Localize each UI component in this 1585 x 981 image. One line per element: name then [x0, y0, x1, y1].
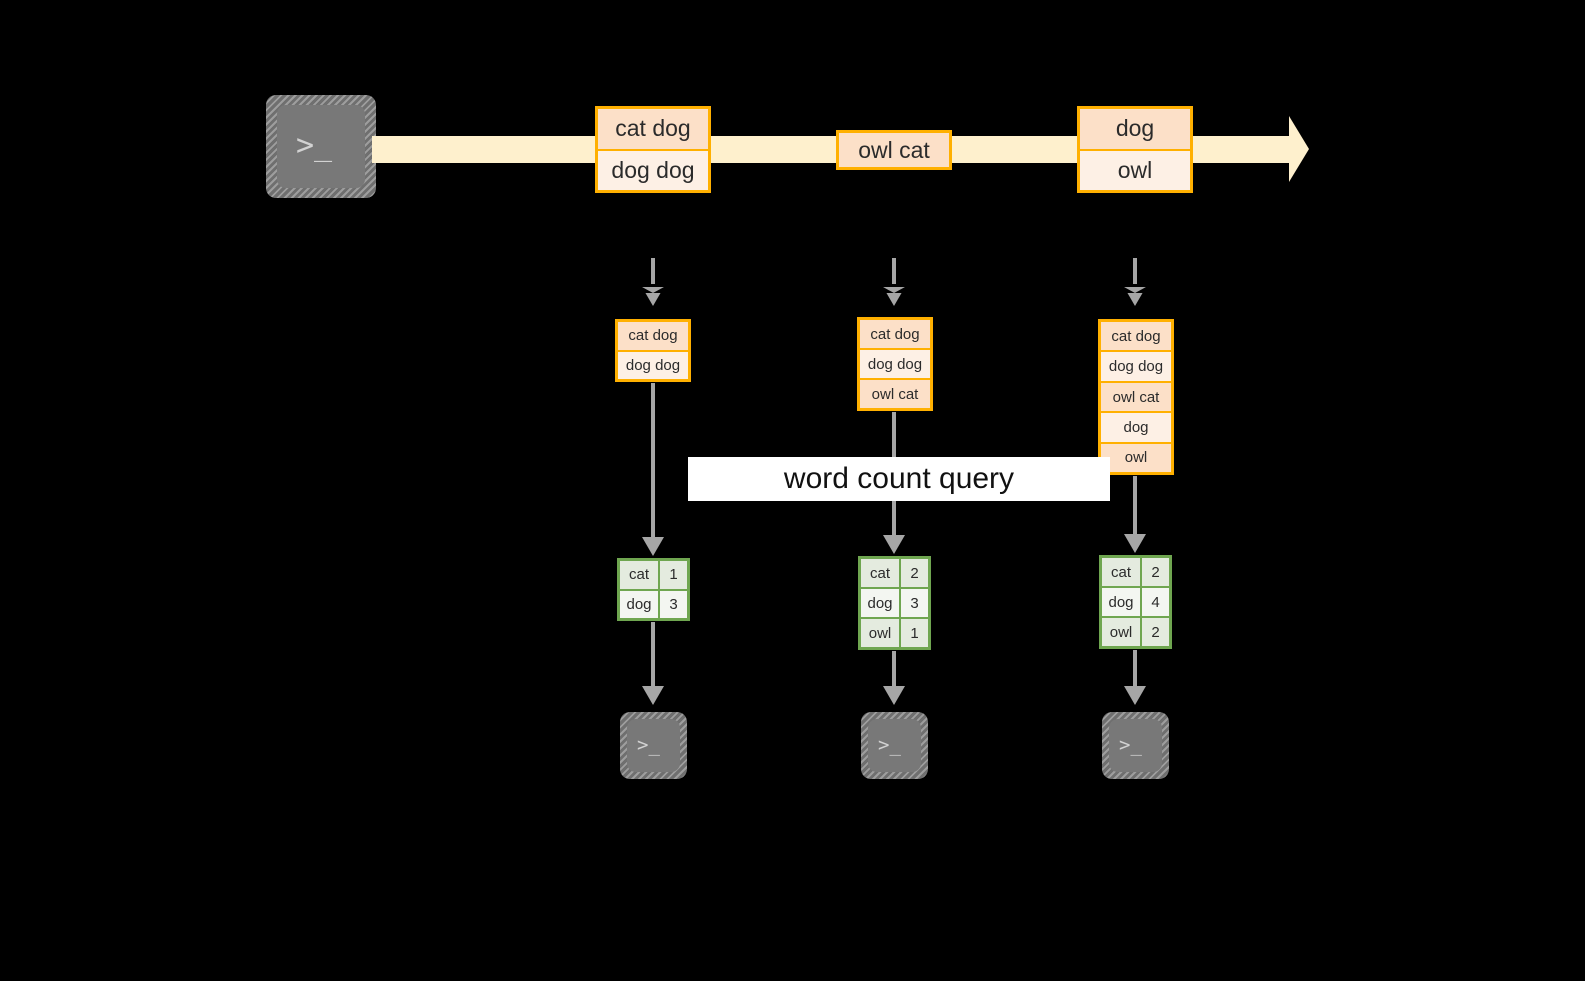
- count-cell: 2: [901, 559, 928, 587]
- table-row: dog 3: [620, 590, 687, 618]
- snapshot-3-input-row: cat dog: [1101, 322, 1171, 353]
- snapshot-1-tap-arrowhead: [642, 287, 664, 306]
- word-cell: cat: [861, 559, 901, 587]
- count-cell: 3: [901, 589, 928, 617]
- snapshot-2-sink-terminal-icon: >_: [861, 712, 928, 779]
- snapshot-1-input-row: dog dog: [618, 351, 688, 379]
- snapshot-1-sink-terminal-icon: >_: [620, 712, 687, 779]
- snapshot-1-sink-line: [651, 622, 655, 687]
- snapshot-2-sink-line: [892, 651, 896, 687]
- table-row: cat 1: [620, 561, 687, 591]
- count-cell: 4: [1142, 588, 1169, 616]
- count-cell: 1: [901, 619, 928, 647]
- snapshot-3-input-row: dog: [1101, 413, 1171, 444]
- count-cell: 2: [1142, 558, 1169, 586]
- query-label-text: word count query: [783, 462, 1015, 495]
- word-cell: dog: [861, 589, 901, 617]
- snapshot-1-query-line: [651, 383, 655, 538]
- count-cell: 3: [660, 590, 687, 618]
- table-row: owl 1: [861, 619, 928, 647]
- snapshot-3-input-row: owl cat: [1101, 382, 1171, 414]
- snapshot-1-input-row: cat dog: [618, 322, 688, 352]
- table-row: dog 4: [1102, 588, 1169, 618]
- snapshot-3-sink-line: [1133, 650, 1137, 687]
- snapshot-2-result-table: cat 2 dog 3 owl 1: [858, 556, 931, 650]
- table-row: owl 2: [1102, 618, 1169, 646]
- count-cell: 2: [1142, 618, 1169, 646]
- snapshot-2-input-row: owl cat: [860, 380, 930, 408]
- stream-record-line: dog dog: [598, 150, 708, 190]
- snapshot-1-input-table: cat dog dog dog: [615, 319, 691, 382]
- stream-record-line: cat dog: [598, 109, 708, 151]
- word-cell: cat: [620, 561, 660, 589]
- terminal-prompt-glyph: >_: [878, 734, 901, 756]
- terminal-body: [868, 719, 921, 772]
- snapshot-2-tap-line: [892, 258, 896, 284]
- snapshot-1-query-arrowhead: [642, 537, 664, 556]
- event-stream-arrowhead: [1289, 116, 1309, 182]
- query-label-banner: word count query: [688, 457, 1110, 501]
- snapshot-1-tap-line: [651, 258, 655, 284]
- snapshot-2-query-arrowhead: [883, 535, 905, 554]
- snapshot-2-input-row: cat dog: [860, 320, 930, 350]
- stream-record-line: owl: [1080, 150, 1190, 190]
- terminal-prompt-glyph: >_: [1119, 734, 1142, 756]
- snapshot-2-tap-arrowhead: [883, 287, 905, 306]
- snapshot-3-result-table: cat 2 dog 4 owl 2: [1099, 555, 1172, 649]
- word-cell: cat: [1102, 558, 1142, 586]
- snapshot-3-tap-arrowhead: [1124, 287, 1146, 306]
- stream-record-line: dog: [1080, 109, 1190, 151]
- table-row: cat 2: [1102, 558, 1169, 588]
- snapshot-1-sink-arrowhead: [642, 686, 664, 705]
- terminal-body: [277, 105, 365, 188]
- snapshot-2-input-row: dog dog: [860, 350, 930, 380]
- snapshot-2-sink-arrowhead: [883, 686, 905, 705]
- count-cell: 1: [660, 561, 687, 589]
- terminal-prompt-glyph: >_: [296, 128, 333, 163]
- terminal-body: [627, 719, 680, 772]
- word-cell: owl: [1102, 618, 1142, 646]
- snapshot-3-query-arrowhead: [1124, 534, 1146, 553]
- table-row: dog 3: [861, 589, 928, 619]
- stream-record-2: owl cat: [836, 130, 952, 170]
- snapshot-3-query-line: [1133, 476, 1137, 535]
- word-cell: owl: [861, 619, 901, 647]
- terminal-prompt-glyph: >_: [637, 734, 660, 756]
- snapshot-3-tap-line: [1133, 258, 1137, 284]
- snapshot-3-input-row: dog dog: [1101, 352, 1171, 383]
- snapshot-2-input-table: cat dog dog dog owl cat: [857, 317, 933, 411]
- stream-record-1: cat dog dog dog: [595, 106, 711, 193]
- snapshot-3-sink-terminal-icon: >_: [1102, 712, 1169, 779]
- stream-record-3: dog owl: [1077, 106, 1193, 193]
- word-cell: dog: [620, 590, 660, 618]
- table-row: cat 2: [861, 559, 928, 589]
- stream-record-line: owl cat: [839, 133, 949, 167]
- source-terminal-icon: >_: [266, 95, 376, 198]
- snapshot-3-sink-arrowhead: [1124, 686, 1146, 705]
- word-cell: dog: [1102, 588, 1142, 616]
- snapshot-1-result-table: cat 1 dog 3: [617, 558, 690, 621]
- snapshot-3-input-table: cat dog dog dog owl cat dog owl: [1098, 319, 1174, 475]
- terminal-body: [1109, 719, 1162, 772]
- snapshot-3-input-row: owl: [1101, 443, 1171, 473]
